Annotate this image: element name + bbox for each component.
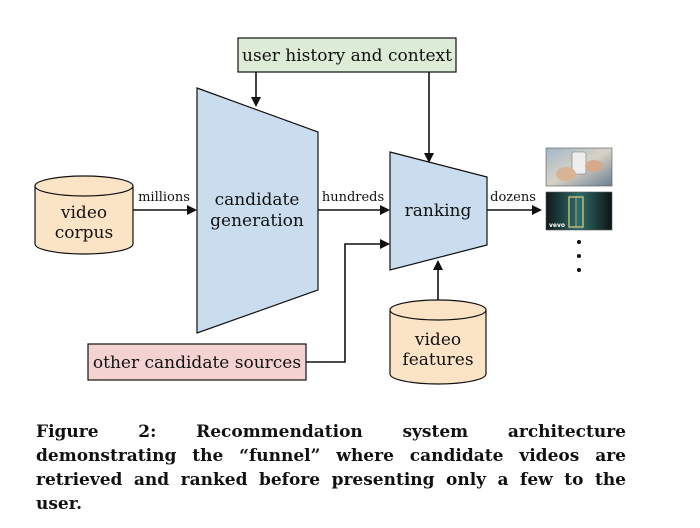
user-history-box: user history and context bbox=[237, 37, 457, 73]
video-corpus-label-2: corpus bbox=[55, 223, 113, 243]
edge-label-dozens: dozens bbox=[490, 190, 536, 205]
video-corpus-label-1: video bbox=[60, 203, 107, 223]
video-thumbnail: vevo bbox=[545, 191, 613, 231]
video-thumbnail bbox=[545, 147, 613, 187]
video-features-label-1: video bbox=[414, 330, 461, 350]
edge-label-millions: millions bbox=[138, 190, 190, 205]
candidate-generation-label-1: candidate bbox=[215, 190, 300, 210]
other-sources-box: other candidate sources bbox=[87, 343, 307, 381]
thumbnail-watermark: vevo bbox=[549, 222, 565, 229]
candidate-generation-label-2: generation bbox=[210, 211, 304, 231]
video-features-label-2: features bbox=[402, 350, 473, 370]
user-history-label: user history and context bbox=[242, 46, 452, 66]
video-features-cylinder: video features bbox=[389, 299, 487, 385]
ranking-label: ranking bbox=[405, 201, 472, 221]
ranking-funnel: ranking bbox=[389, 151, 488, 271]
edge-label-hundreds: hundreds bbox=[322, 190, 384, 205]
output-thumbnails: vevo bbox=[545, 147, 613, 272]
other-sources-label: other candidate sources bbox=[93, 353, 301, 373]
funnel-diagram: user history and context video corpus ca… bbox=[34, 37, 613, 385]
video-corpus-cylinder: video corpus bbox=[34, 175, 134, 255]
arrow-other-sources-to-ranking bbox=[306, 239, 390, 363]
figure-caption: Figure 2: Recommendation system architec… bbox=[36, 422, 626, 514]
more-results-ellipsis bbox=[577, 240, 581, 272]
candidate-generation-funnel: candidate generation bbox=[196, 87, 319, 334]
